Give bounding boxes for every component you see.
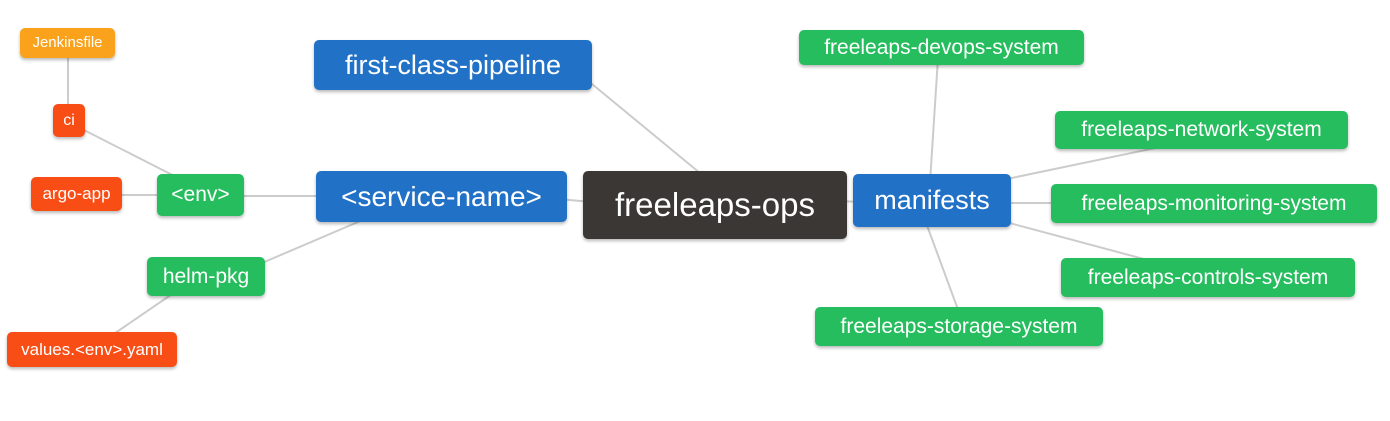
node-storage[interactable]: freeleaps-storage-system [815,307,1103,346]
node-network[interactable]: freeleaps-network-system [1055,111,1348,149]
edge-manifests-storage [924,219,961,316]
node-devops[interactable]: freeleaps-devops-system [799,30,1084,65]
node-pipeline[interactable]: first-class-pipeline [314,40,592,90]
edge-pipeline-ops [591,83,707,179]
edge-manifests-network [1001,146,1161,181]
node-ci[interactable]: ci [53,104,85,137]
node-argo-app[interactable]: argo-app [31,177,122,211]
node-monitoring[interactable]: freeleaps-monitoring-system [1051,184,1377,223]
edge-service-helm-pkg [254,215,373,267]
edge-manifests-controls [1001,220,1156,263]
node-values-yaml[interactable]: values.<env>.yaml [7,332,177,367]
node-helm-pkg[interactable]: helm-pkg [147,257,265,296]
node-service[interactable]: <service-name> [316,171,567,222]
node-manifests[interactable]: manifests [853,174,1011,227]
node-jenkinsfile[interactable]: Jenkinsfile [20,28,115,58]
node-ops[interactable]: freeleaps-ops [583,171,847,239]
node-env[interactable]: <env> [157,174,244,216]
edge-manifests-devops [929,57,939,183]
node-controls[interactable]: freeleaps-controls-system [1061,258,1355,297]
